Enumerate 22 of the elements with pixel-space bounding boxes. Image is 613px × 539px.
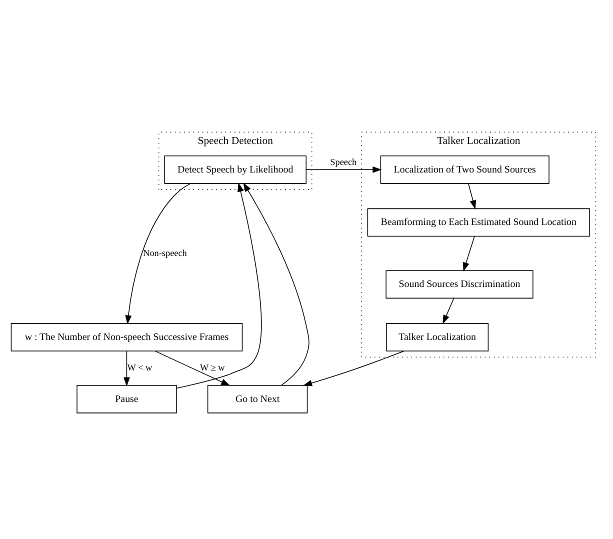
node-box: w : The Number of Non-speech Successive Frames: [10, 323, 243, 352]
arrow: [306, 166, 382, 173]
node-box: Beamforming to Each Estimated Sound Location: [367, 208, 590, 237]
arrow: [442, 298, 454, 324]
node-box: Localization of Two Sound Sources: [380, 156, 550, 184]
arrow: [154, 350, 230, 386]
node-box: Sound Sources Discrimination: [386, 270, 534, 299]
arrow: [463, 236, 475, 272]
edge-label: Speech: [330, 156, 357, 167]
node-box: Detect Speech by Likelihood: [164, 156, 306, 184]
node-box: Talker Localization: [386, 323, 489, 352]
arrow: [243, 182, 310, 386]
node-box: Go to Next: [207, 385, 308, 414]
arrow: [302, 350, 405, 386]
arrow: [176, 182, 262, 389]
node-box: Pause: [76, 385, 177, 414]
arrow: [125, 183, 192, 325]
edge-label: W ≥ w: [200, 362, 225, 373]
edge-label: W < w: [127, 362, 152, 373]
arrow: [124, 350, 130, 386]
edge-label: Non-speech: [143, 248, 187, 258]
arrow: [468, 183, 476, 210]
